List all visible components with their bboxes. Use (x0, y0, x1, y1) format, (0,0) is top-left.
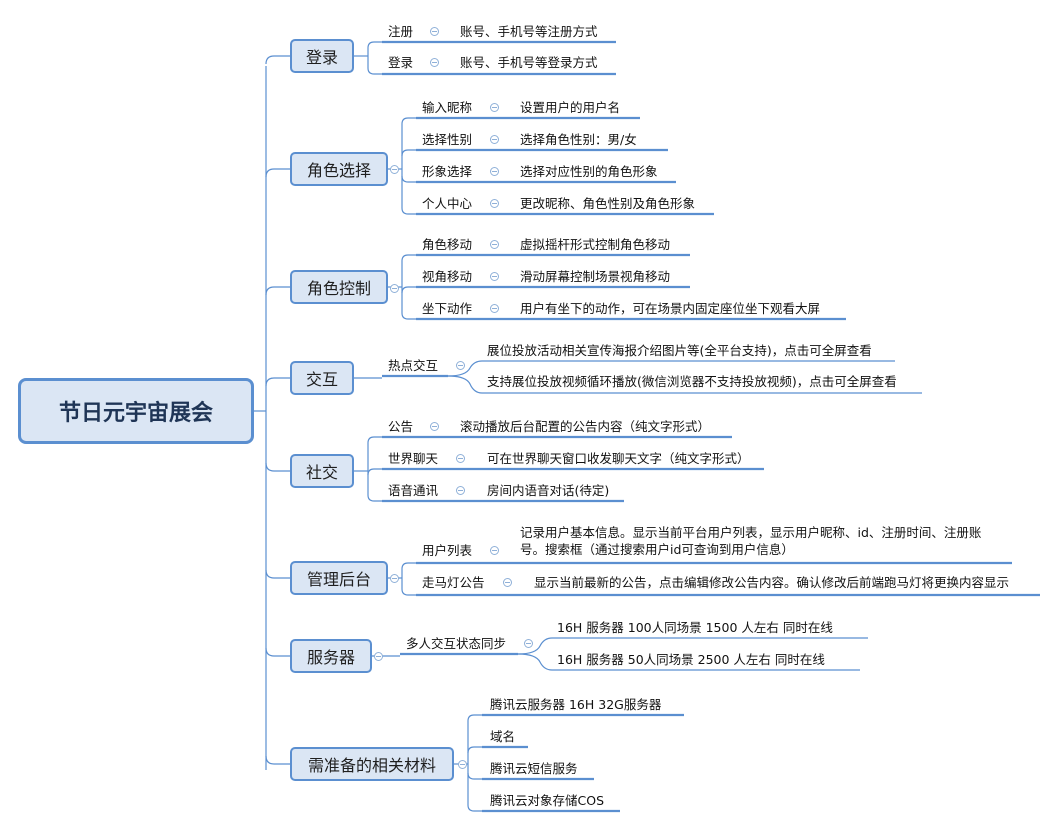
detail-appearance[interactable]: 选择对应性别的角色形象 (520, 164, 658, 179)
connector-line (367, 494, 382, 502)
connector-line (265, 462, 290, 472)
detail-user-list[interactable]: 记录用户基本信息。显示当前平台用户列表，显示用户昵称、id、注册时间、注册账号。… (520, 525, 982, 557)
detail-move[interactable]: 虚拟摇杆形式控制角色移动 (520, 237, 671, 252)
branch-social[interactable]: 社交 (290, 454, 354, 488)
branch-server[interactable]: 服务器 (290, 639, 372, 673)
collapse-icon[interactable] (430, 58, 439, 67)
subtopic-world-chat[interactable]: 世界聊天 (388, 451, 439, 466)
subtopic-login[interactable]: 登录 (388, 55, 414, 70)
connector-line (265, 569, 290, 579)
collapse-icon[interactable] (390, 574, 399, 583)
detail-voice[interactable]: 房间内语音对话(待定) (487, 483, 610, 498)
collapse-icon[interactable] (490, 304, 499, 313)
detail-notice[interactable]: 滚动播放后台配置的公告内容（纯文字形式） (460, 419, 711, 434)
branch-admin[interactable]: 管理后台 (290, 561, 388, 595)
branch-role-select[interactable]: 角色选择 (290, 152, 388, 186)
detail-world-chat[interactable]: 可在世界聊天窗口收发聊天文字（纯文字形式） (487, 451, 750, 466)
connector-line (367, 41, 382, 49)
detail-hotspot-video[interactable]: 支持展位投放视频循环播放(微信浏览器不支持投放视频)，点击可全屏查看 (487, 374, 897, 389)
collapse-icon[interactable] (490, 167, 499, 176)
connector-line (401, 117, 416, 125)
material-cloud-server[interactable]: 腾讯云服务器 16H 32G服务器 (490, 697, 662, 712)
connector-line (467, 746, 482, 754)
collapse-icon[interactable] (490, 272, 499, 281)
detail-profile[interactable]: 更改昵称、角色性别及角色形象 (520, 196, 696, 211)
subtopic-nickname[interactable]: 输入昵称 (422, 100, 473, 115)
detail-nickname[interactable]: 设置用户的用户名 (520, 100, 621, 115)
detail-login[interactable]: 账号、手机号等登录方式 (460, 55, 598, 70)
collapse-icon[interactable] (490, 240, 499, 249)
collapse-icon[interactable] (456, 454, 465, 463)
connector-line (265, 55, 290, 65)
collapse-icon[interactable] (524, 639, 533, 648)
subtopic-sit[interactable]: 坐下动作 (422, 301, 473, 316)
material-domain[interactable]: 域名 (490, 729, 516, 744)
subtopic-marquee[interactable]: 走马灯公告 (422, 575, 485, 590)
connector-line (265, 168, 290, 178)
material-sms[interactable]: 腾讯云短信服务 (490, 761, 578, 776)
collapse-icon[interactable] (458, 760, 467, 769)
subtopic-move[interactable]: 角色移动 (422, 237, 473, 252)
connector-line (517, 637, 868, 655)
subtopic-gender[interactable]: 选择性别 (422, 132, 473, 147)
connector-line (401, 312, 416, 320)
detail-sync-100[interactable]: 16H 服务器 100人同场景 1500 人左右 同时在线 (557, 620, 833, 635)
connector-line (401, 207, 416, 215)
collapse-icon[interactable] (490, 546, 499, 555)
branch-role-control[interactable]: 角色控制 (290, 270, 388, 304)
collapse-icon[interactable] (490, 199, 499, 208)
connector-line (467, 804, 482, 812)
material-cos[interactable]: 腾讯云对象存储COS (490, 793, 605, 808)
connector-line (447, 375, 922, 394)
detail-sit[interactable]: 用户有坐下的动作，可在场景内固定座位坐下观看大屏 (520, 301, 821, 316)
subtopic-profile[interactable]: 个人中心 (422, 196, 473, 211)
subtopic-notice[interactable]: 公告 (388, 419, 414, 434)
connector-line (401, 149, 416, 157)
subtopic-hotspot[interactable]: 热点交互 (388, 358, 439, 373)
connector-line (517, 653, 860, 671)
subtopic-camera[interactable]: 视角移动 (422, 269, 473, 284)
connector-line (447, 360, 895, 377)
connector-line (367, 67, 382, 75)
root-topic[interactable]: 节日元宇宙展会 (18, 378, 254, 444)
connector-line (367, 468, 382, 476)
branch-materials[interactable]: 需准备的相关材料 (290, 747, 454, 781)
detail-sync-50[interactable]: 16H 服务器 50人同场景 2500 人左右 同时在线 (557, 652, 825, 667)
subtopic-sync[interactable]: 多人交互状态同步 (406, 636, 507, 651)
collapse-icon[interactable] (490, 135, 499, 144)
subtopic-register[interactable]: 注册 (388, 24, 414, 39)
branch-interaction[interactable]: 交互 (290, 361, 354, 395)
collapse-icon[interactable] (390, 165, 399, 174)
detail-camera[interactable]: 滑动屏幕控制场景视角移动 (520, 269, 671, 284)
collapse-icon[interactable] (503, 578, 512, 587)
subtopic-appearance[interactable]: 形象选择 (422, 164, 473, 179)
connector-line (265, 755, 290, 765)
detail-hotspot-poster[interactable]: 展位投放活动相关宣传海报介绍图片等(全平台支持)，点击可全屏查看 (487, 343, 872, 358)
subtopic-user-list[interactable]: 用户列表 (422, 543, 473, 558)
collapse-icon[interactable] (430, 27, 439, 36)
collapse-icon[interactable] (490, 103, 499, 112)
detail-register[interactable]: 账号、手机号等注册方式 (460, 24, 598, 39)
collapse-icon[interactable] (374, 652, 383, 661)
branch-login[interactable]: 登录 (290, 39, 354, 73)
connector-line (467, 772, 482, 780)
connector-line (265, 286, 290, 296)
connector-line (401, 286, 416, 294)
connector-line (265, 377, 290, 387)
connector-line (401, 562, 416, 570)
collapse-icon[interactable] (456, 486, 465, 495)
detail-gender[interactable]: 选择角色性别：男/女 (520, 132, 637, 147)
detail-marquee[interactable]: 显示当前最新的公告，点击编辑修改公告内容。确认修改后前端跑马灯将更换内容显示 (534, 575, 1010, 590)
connector-line (367, 436, 382, 444)
connector-line (401, 254, 416, 262)
connector-line (401, 175, 416, 183)
collapse-icon[interactable] (456, 361, 465, 370)
collapse-icon[interactable] (390, 284, 399, 293)
subtopic-voice[interactable]: 语音通讯 (388, 483, 439, 498)
collapse-icon[interactable] (430, 422, 439, 431)
connector-line (467, 714, 482, 722)
connector-line (265, 647, 290, 657)
connector-line (401, 588, 416, 596)
